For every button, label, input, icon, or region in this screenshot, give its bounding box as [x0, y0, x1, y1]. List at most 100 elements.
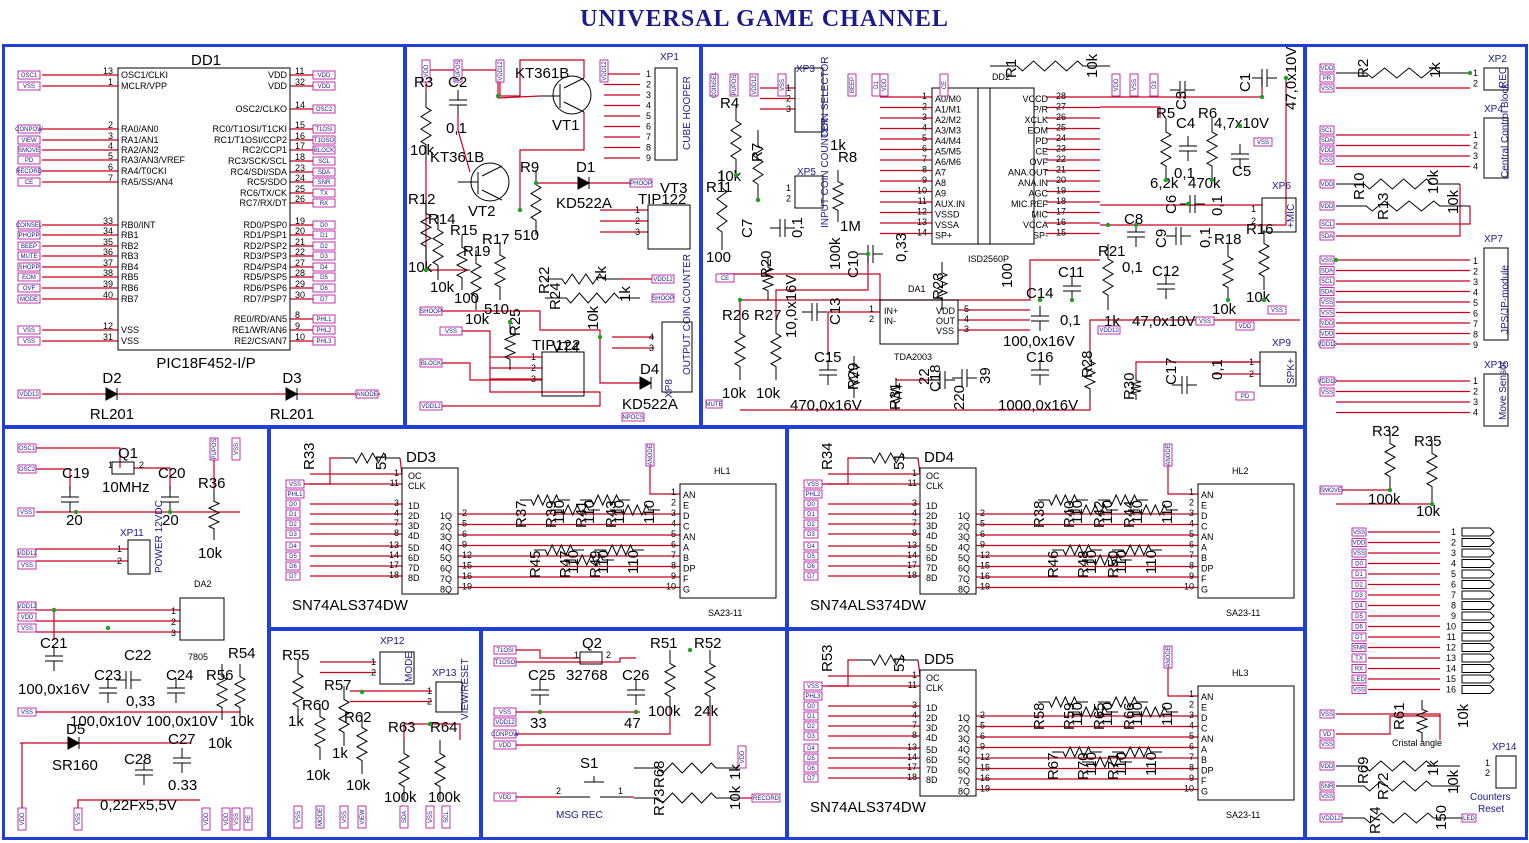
- dd1-pin-name: RA4/T0CKI: [121, 166, 167, 176]
- dd2-pin-num: 23: [1056, 144, 1066, 154]
- latch-pin-name: 8Q: [440, 585, 452, 595]
- latch-pin-num: 15: [462, 561, 472, 571]
- net-tag-label: D5: [807, 756, 815, 762]
- latch-pin-num: 14: [389, 550, 399, 560]
- net-tag-label: T1OSI: [315, 127, 333, 133]
- latch-res-ref: R37: [513, 500, 530, 528]
- latch-pin-num: 13: [907, 540, 917, 550]
- xp7-pin: 2: [1473, 267, 1478, 277]
- net-tag: [1351, 674, 1367, 684]
- net-tag-label: D2: [320, 244, 328, 250]
- net-tag-label: D0: [289, 502, 297, 508]
- resistor-r69: [1336, 760, 1460, 772]
- connector-xp2: [1483, 67, 1509, 91]
- r55-ref: R55: [282, 647, 310, 664]
- net-tag: [421, 59, 431, 83]
- net-tag: [315, 805, 325, 829]
- display-pin-num: 4: [671, 519, 676, 529]
- display-pin-num: 4: [1189, 721, 1194, 731]
- r2-ref: R2: [1355, 59, 1372, 78]
- display-pin-name: A: [1201, 745, 1207, 755]
- xp10-ref: XP10: [1484, 360, 1509, 371]
- latch-pin-num: 4: [394, 508, 399, 518]
- c17-val: 0,1: [1209, 359, 1226, 380]
- net-tag-label: D0: [807, 704, 815, 710]
- xp9-ref: XP9: [1272, 338, 1291, 349]
- net-tag-label: SHOOP: [420, 309, 442, 315]
- net-tag: [441, 805, 451, 829]
- wire: [442, 310, 640, 384]
- latch-pin-num: 11: [908, 680, 917, 690]
- junction-dot: [597, 334, 603, 340]
- c2-ref: C2: [448, 74, 467, 91]
- net-tag: [1351, 643, 1367, 652]
- net-tag: [1319, 179, 1335, 189]
- r4-ref: R4: [720, 95, 739, 112]
- r31-val: 22: [916, 368, 933, 385]
- xp7-pin: 6: [1473, 309, 1478, 319]
- display-pin-name: E: [1201, 703, 1207, 713]
- wire: [1336, 715, 1440, 735]
- resistor-pullup: [340, 451, 400, 465]
- r24-ref: R24: [547, 282, 564, 310]
- bus-pin-contact: [1461, 685, 1495, 694]
- net-tag-label: VSS: [21, 710, 33, 716]
- latch-res-ref: R47: [557, 550, 574, 578]
- junction-dot: [1429, 501, 1435, 507]
- c6-ref: C6: [1163, 195, 1180, 214]
- dd2-pin-name: VSSD: [935, 210, 960, 220]
- latch-pin-name: OC: [926, 471, 940, 481]
- net-tag-label: OSC1: [21, 73, 38, 79]
- latch-pin-name: 6D: [926, 553, 938, 563]
- latch-res-ref: R38: [1031, 500, 1048, 528]
- net-tag-label: VDD: [1321, 321, 1334, 327]
- bus-pin-contact: [1461, 601, 1495, 610]
- xp3-ref: XP3: [796, 64, 815, 75]
- xp9-pin: 1: [1249, 357, 1254, 367]
- net-tag: [939, 73, 949, 97]
- resistor-r46: [1052, 543, 1102, 557]
- net-tag-label: BEEP: [21, 244, 37, 250]
- display-pin-num: 7: [1189, 550, 1194, 560]
- net-tag: [1149, 73, 1159, 97]
- wire: [563, 77, 585, 89]
- display-pin-num: 3: [671, 508, 676, 518]
- r14-val: 10k: [430, 279, 455, 296]
- latch-pin-num: 5: [462, 519, 467, 529]
- xp5-pin: 2: [786, 194, 791, 204]
- junction-dot: [427, 721, 433, 727]
- latch-pin-name: 1D: [926, 703, 938, 713]
- c26-val: 47: [624, 715, 641, 732]
- latch-pin-name: OC: [408, 471, 422, 481]
- net-tag: [1351, 527, 1367, 537]
- net-tag-label: SNR: [318, 180, 331, 186]
- net-tag: [285, 499, 301, 509]
- r57-val: 1k: [332, 745, 348, 762]
- net-tag: [73, 807, 83, 831]
- latch-res-ref: R70: [1075, 752, 1092, 780]
- bus-pin-contact: [1461, 632, 1495, 642]
- wire: [822, 659, 858, 687]
- resistor-r65: [1098, 695, 1148, 709]
- display-pin-num: 1: [1189, 487, 1194, 497]
- dd2-part: ISD2560P: [968, 254, 1009, 264]
- display-pin-num: 9: [1189, 773, 1194, 783]
- latch-pin-name: 2D: [408, 511, 420, 521]
- net-tag: [1351, 548, 1367, 558]
- net-tag: [17, 262, 41, 272]
- dd2-pin-num: 14: [917, 228, 927, 238]
- resistor-r70: [1082, 755, 1132, 769]
- dd1-pin-num: 30: [295, 290, 305, 300]
- dd1-pin-name: RD1/PSP1: [243, 230, 287, 240]
- dd2-pin-name: A8: [935, 178, 946, 188]
- latch-pin-num: 14: [907, 550, 917, 560]
- xp11-pin: 1: [117, 544, 122, 554]
- xp3-label: COIN SELECTOR: [820, 57, 831, 139]
- r32-ref: R32: [1372, 423, 1400, 440]
- connector-xp5: [794, 175, 824, 209]
- net-tag: [1319, 791, 1335, 801]
- r68-ref: R68: [651, 760, 668, 788]
- q1-pin: 1: [108, 460, 113, 470]
- r8-val: 1M: [840, 218, 861, 235]
- net-tag-label: VDD: [1321, 182, 1334, 188]
